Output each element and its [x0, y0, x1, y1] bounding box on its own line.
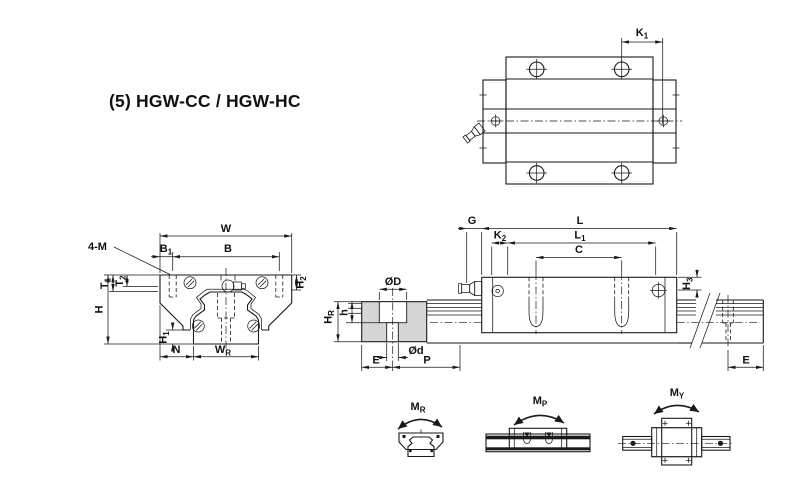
dimension-bore-d: ØD	[378, 276, 408, 300]
label-bore-d-small: Ød	[408, 345, 423, 357]
label-h3: H3	[681, 277, 695, 290]
moment-arrow-my	[653, 403, 700, 415]
top-view-block	[477, 56, 682, 185]
dimension-b1-b: B1 B	[151, 243, 280, 271]
rail-cross-section: ØD Ød h HR	[323, 276, 461, 371]
label-wr: WR	[215, 344, 231, 358]
label-h-depth: h	[339, 309, 351, 316]
label-t2: T2	[114, 275, 128, 287]
side-view-block	[481, 272, 678, 334]
dimension-h1: H1	[158, 322, 184, 352]
rail-hole-dashed	[722, 295, 734, 348]
dimension-hr: HR	[323, 301, 362, 343]
moment-my-diagram: MY	[618, 387, 734, 466]
dimension-e-left-p: E P	[361, 345, 461, 371]
moment-arrow-mr	[397, 418, 443, 430]
front-view-rail	[190, 268, 262, 351]
dimension-g-l: G L	[458, 215, 678, 283]
label-b: B	[224, 243, 232, 255]
edge-screw-mark	[479, 91, 680, 152]
moment-arrow-mp	[513, 414, 565, 426]
label-mr: MR	[411, 401, 426, 415]
dimension-k1: K1	[621, 27, 664, 124]
end-cap-screws	[183, 276, 269, 333]
flange-grease-hole	[489, 114, 502, 128]
label-b1: B1	[160, 243, 173, 257]
grease-nipple-icon	[462, 122, 486, 144]
label-p: P	[423, 355, 430, 367]
label-bore-d: ØD	[385, 276, 402, 288]
dimension-k2-l1: K2 L1	[491, 230, 657, 275]
dimension-bore-d-small: Ød	[377, 343, 424, 361]
label-c: C	[575, 244, 583, 256]
label-4m: 4-M	[88, 241, 107, 253]
label-h: H	[94, 305, 106, 313]
front-view-block	[159, 274, 293, 331]
side-view: ØD Ød h HR	[323, 215, 764, 371]
top-view: K1	[462, 27, 682, 185]
label-g: G	[468, 215, 477, 227]
label-h1: H1	[158, 331, 172, 344]
label-w: W	[221, 223, 232, 235]
break-lines	[689, 292, 721, 349]
mounting-hole	[526, 162, 547, 184]
dimension-t2: T2	[114, 275, 158, 287]
dimension-h: H	[94, 275, 194, 345]
dimension-w: W	[159, 223, 293, 273]
dimension-e-right: E	[727, 345, 764, 371]
label-l: L	[577, 215, 584, 227]
dimension-n-wr: N WR	[159, 305, 259, 361]
label-t1: T1	[99, 277, 113, 289]
dimension-h3: H3	[678, 269, 702, 298]
label-k2: K2	[494, 230, 507, 244]
mini-top-view	[618, 417, 734, 466]
front-view: W B1 B 4-M T1 T2 H	[88, 223, 308, 361]
page-title: (5) HGW-CC / HGW-HC	[109, 91, 301, 111]
label-l1: L1	[574, 230, 586, 244]
label-h2: H2	[295, 276, 309, 289]
mounting-hole	[611, 162, 632, 184]
label-mp: MP	[533, 395, 548, 409]
grease-nipple-icon	[458, 280, 483, 297]
mounting-hole	[526, 59, 547, 80]
label-n: N	[173, 344, 181, 356]
moment-mp-diagram: MP	[485, 395, 591, 453]
label-k1: K1	[636, 27, 649, 41]
label-e-left: E	[372, 355, 379, 367]
moment-mr-diagram: MR	[397, 401, 444, 458]
grease-nipple-icon	[220, 275, 246, 293]
mini-side-view	[485, 427, 591, 453]
bolt-callout-4m: 4-M	[88, 241, 171, 275]
flange-grease-hole	[657, 114, 670, 128]
corner-marks	[662, 420, 691, 463]
block-thread-hole	[614, 272, 630, 334]
side-view-rail: E	[426, 292, 764, 371]
mini-front-view	[398, 429, 444, 458]
moment-diagrams: MR MP	[397, 387, 734, 466]
dimension-h2: H2	[291, 274, 309, 291]
dimension-h-depth: h	[339, 301, 380, 324]
label-e-right: E	[742, 355, 749, 367]
dimension-c: C	[535, 244, 623, 272]
label-my: MY	[670, 387, 685, 401]
block-thread-hole	[528, 272, 544, 334]
label-hr: HR	[323, 310, 337, 324]
